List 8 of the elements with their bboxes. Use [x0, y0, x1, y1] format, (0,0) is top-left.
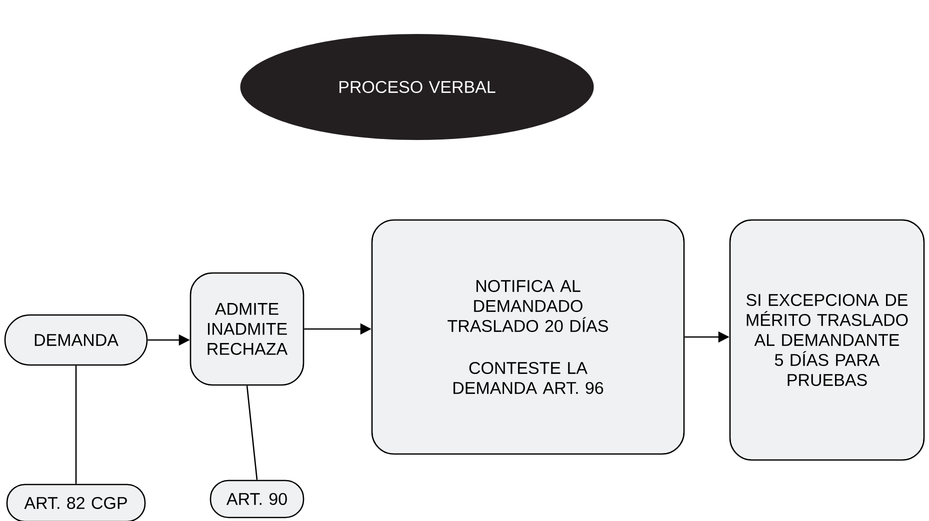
- process-box: DEMANDA: [4, 314, 148, 366]
- process-box: NOTIFICA AL DEMANDADO TRASLADO 20 DÍAS CONTESTE LA DEMANDA ART. 96: [371, 219, 685, 455]
- connector-line: [246, 386, 258, 480]
- process-box: SI EXCEPCIONA DE MÉRITO TRASLADO AL DEMANDANTE 5 DÍAS PARA PRUEBAS: [729, 219, 925, 461]
- connector-line: [75, 366, 77, 484]
- reference-box: ART. 90: [210, 480, 304, 518]
- process-box: ADMITE INADMITE RECHAZA: [190, 272, 304, 386]
- reference-box: ART. 82 CGP: [6, 484, 146, 521]
